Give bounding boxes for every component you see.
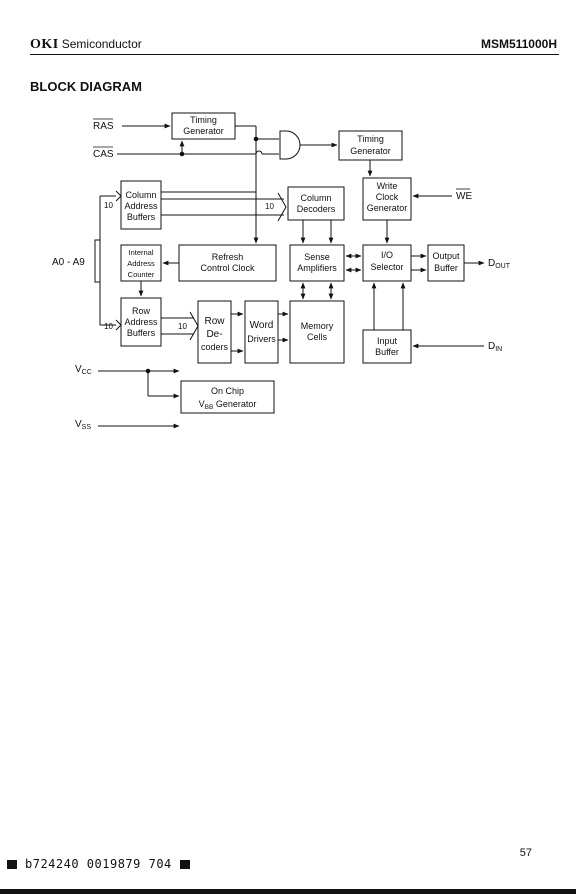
row-addr-buf-line3: Buffers — [127, 328, 156, 338]
row-decoders-box — [197, 300, 232, 364]
barcode-line: b724240 0019879 704 — [7, 857, 190, 871]
sense-line1: Sense — [304, 252, 330, 262]
address-label: A0 - A9 — [52, 257, 85, 268]
col-decoders-line2: Decoders — [297, 204, 336, 214]
counter-line2: Address — [127, 259, 155, 268]
io-line2: Selector — [370, 262, 403, 272]
counter-line3: Counter — [128, 270, 155, 279]
col-addr-buf-line2: Address — [124, 201, 158, 211]
sense-amplifiers-box — [289, 244, 345, 282]
din-label: DIN — [488, 341, 502, 353]
brand-name: OKI — [30, 37, 59, 52]
page-number: 57 — [519, 847, 532, 859]
memory-cells-line2: Cells — [307, 332, 328, 342]
write-clock-line2: Clock — [376, 192, 399, 202]
sense-line2: Amplifiers — [297, 263, 337, 273]
word-drivers-box — [244, 300, 279, 364]
vss-label: VSS — [75, 419, 91, 431]
barcode-square-left — [7, 859, 17, 869]
input-buffer-line1: Input — [377, 336, 398, 346]
part-number: MSM511000H — [480, 37, 557, 51]
bus-width-col-out: 10 — [265, 202, 274, 211]
output-buffer-line1: Output — [432, 251, 460, 261]
row-addr-buf-line2: Address — [124, 317, 158, 327]
and-gate — [279, 130, 301, 160]
vcc-label: VCC — [75, 364, 92, 376]
io-selector-box — [362, 244, 412, 282]
input-buffer-box — [362, 329, 412, 364]
barcode-text: b724240 0019879 704 — [25, 857, 172, 871]
timing-generator-1-line1: Timing — [190, 115, 217, 125]
write-clock-line3: Generator — [367, 203, 408, 213]
row-address-buffers-box — [120, 297, 162, 347]
bus-width-col-in: 10 — [104, 201, 113, 210]
timing-generator-2-line1: Timing — [357, 134, 384, 144]
bus-width-row-in: 10 — [104, 322, 113, 331]
write-clock-line1: Write — [377, 181, 398, 191]
timing-generator-1-line2: Generator — [183, 126, 224, 136]
section-title: BLOCK DIAGRAM — [30, 79, 142, 94]
output-buffer-line2: Buffer — [434, 263, 458, 273]
word-drivers-line1: Word — [250, 320, 274, 331]
vbb-gen-line1: On Chip — [211, 386, 244, 396]
refresh-line1: Refresh — [212, 252, 244, 262]
col-addr-buf-line1: Column — [125, 190, 156, 200]
memory-cells-box — [289, 300, 345, 364]
bus-width-row-out: 10 — [178, 322, 187, 331]
cas-label: CAS — [93, 149, 114, 160]
row-addr-buf-line1: Row — [132, 306, 151, 316]
column-address-buffers-box — [120, 180, 162, 230]
barcode-square-right — [179, 859, 190, 869]
row-decoders-line3: coders — [201, 342, 229, 352]
refresh-line2: Control Clock — [200, 263, 255, 273]
timing-generator-2-line2: Generator — [350, 146, 391, 156]
bottom-rule — [0, 889, 576, 894]
row-decoders-line1: Row — [204, 316, 225, 327]
counter-line1: Internal — [128, 248, 153, 257]
col-addr-buf-line3: Buffers — [127, 212, 156, 222]
word-drivers-line2: Drivers — [247, 334, 276, 344]
we-label: WE — [456, 191, 472, 202]
brand-division: Semiconductor — [61, 37, 142, 51]
input-buffer-line2: Buffer — [375, 347, 399, 357]
column-decoders-box — [287, 186, 345, 221]
io-line1: I/O — [381, 250, 393, 260]
col-decoders-line1: Column — [300, 193, 331, 203]
dout-label: DOUT — [488, 258, 511, 270]
vbb-gen-line2: VBB Generator — [199, 399, 257, 411]
ras-label: RAS — [93, 121, 114, 132]
vbb-generator-box — [180, 380, 275, 414]
row-decoders-line2: De- — [206, 329, 222, 340]
memory-cells-line1: Memory — [301, 321, 334, 331]
